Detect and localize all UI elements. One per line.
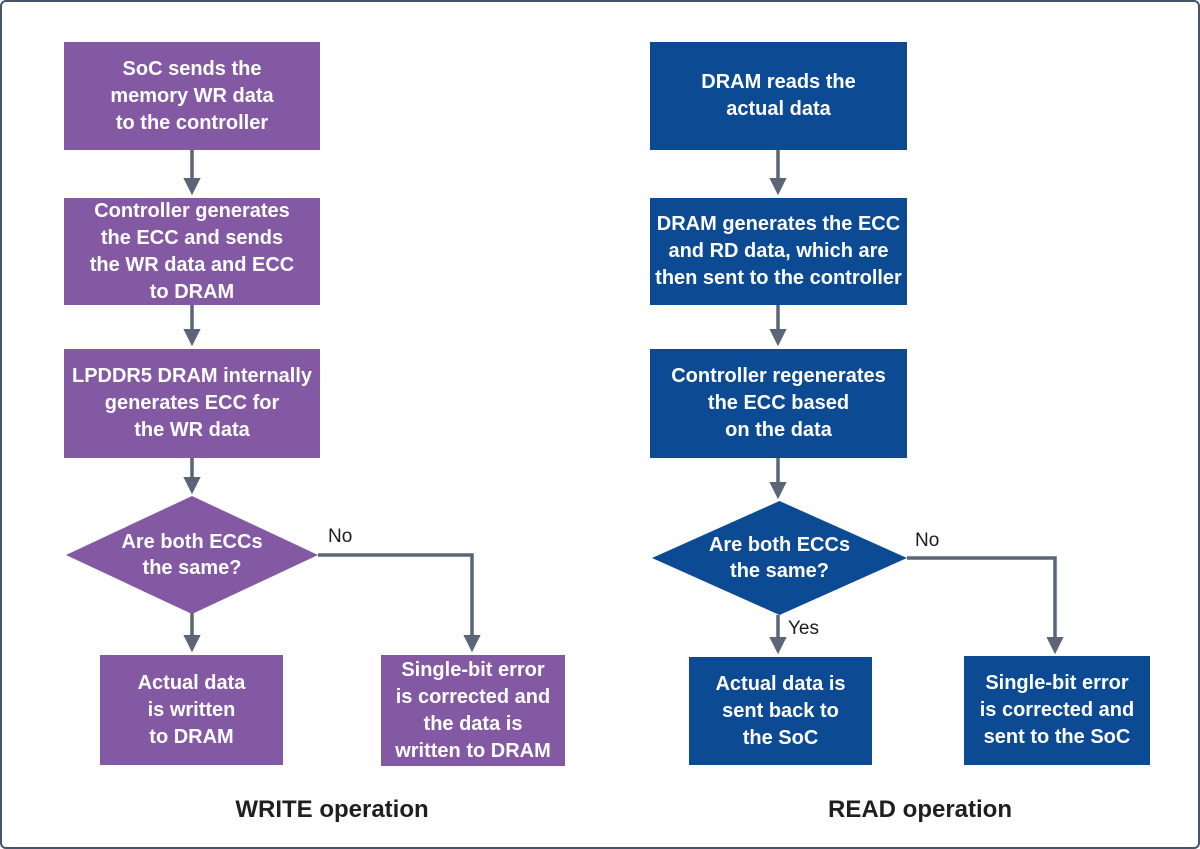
read-outcome-error-box: Single-bit error is corrected and sent t… [964,656,1150,765]
read-yes-label: Yes [788,618,819,639]
read-step-1-box: DRAM reads the actual data [650,42,907,150]
read-caption: READ operation [827,796,1012,823]
write-step-3-box: LPDDR5 DRAM internally generates ECC for… [64,349,320,458]
write-outcome-same-box: Actual data is written to DRAM [100,655,283,765]
write-caption: WRITE operation [235,796,429,823]
read-no-label: No [915,530,940,551]
write-step-2-box: Controller generates the ECC and sends t… [64,198,320,305]
write-step-1-box: SoC sends the memory WR data to the cont… [64,42,320,150]
write-arrow-no [318,553,481,653]
read-outcome-same-box: Actual data is sent back to the SoC [689,657,872,765]
read-step-2-box: DRAM generates the ECC and RD data, whic… [650,198,907,305]
write-outcome-error-box: Single-bit error is corrected and the da… [381,655,565,766]
write-no-label: No [328,526,353,547]
read-step-3-box: Controller regenerates the ECC based on … [650,349,907,458]
read-arrow-no [907,556,1064,655]
